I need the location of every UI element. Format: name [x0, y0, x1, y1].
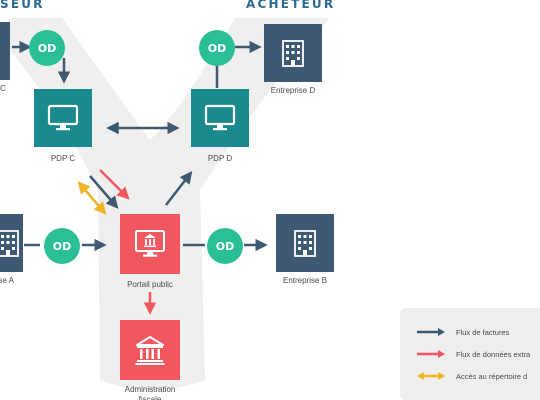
- portail-public-label: Portail public: [127, 280, 173, 289]
- yellow-double-arrow-icon: [417, 372, 445, 380]
- entreprise-a-box: [0, 214, 23, 272]
- legend-panel: Flux de factures Flux de données extra A…: [400, 308, 540, 400]
- entreprise-d-label: Entreprise D: [270, 86, 316, 95]
- bank-monitor-icon: [135, 230, 165, 257]
- bank-building-icon: [135, 336, 165, 365]
- pdp-d-box: [191, 89, 249, 147]
- legend-item-data-extraction: Flux de données extra: [416, 348, 530, 360]
- legend-item-directory-access: Accès au répertoire d: [416, 370, 527, 382]
- od-circle-seller-bottom: OD: [44, 228, 80, 264]
- pdp-d-label: PDP D: [207, 154, 233, 163]
- entreprise-a-label: rise A: [0, 276, 15, 285]
- pdp-c-label: PDP C: [50, 154, 76, 163]
- vendeur-header: SEUR: [0, 0, 45, 11]
- administration-fiscale-box: [120, 320, 180, 380]
- acheteur-header: ACHETEUR: [246, 0, 336, 11]
- navy-arrow-icon: [417, 328, 445, 336]
- monitor-icon: [204, 104, 236, 131]
- entreprise-d-box: [264, 24, 322, 82]
- arrow-pdpc-to-portail: [89, 175, 119, 209]
- administration-fiscale-label-2: fiscale: [138, 395, 162, 400]
- legend-label-invoices: Flux de factures: [456, 327, 510, 337]
- legend-label-directory-access: Accès au répertoire d: [456, 371, 528, 381]
- administration-fiscale-label-1: Administration: [124, 385, 176, 394]
- od-circle-seller-top: OD: [29, 30, 65, 66]
- office-building-icon: [0, 230, 19, 257]
- pdp-c-box: [34, 89, 92, 147]
- entreprise-c-label: C: [0, 84, 6, 93]
- office-building-icon: [282, 40, 304, 67]
- legend-item-invoices: Flux de factures: [416, 326, 509, 338]
- arrow-red-pdpc-to-portail: [99, 169, 130, 200]
- portail-public-box: [120, 214, 180, 274]
- entreprise-b-label: Entreprise B: [282, 276, 328, 285]
- arrow-portail-to-pdpd: [165, 171, 193, 206]
- entreprise-c-box: [0, 22, 10, 80]
- od-circle-buyer-bottom: OD: [207, 228, 243, 264]
- legend-label-data-extraction: Flux de données extra: [456, 349, 531, 359]
- entreprise-b-box: [276, 214, 334, 272]
- red-arrow-icon: [417, 350, 445, 358]
- od-circle-buyer-top: OD: [199, 30, 235, 66]
- arrow-yellow-access: [77, 181, 107, 215]
- office-building-icon: [294, 230, 316, 257]
- monitor-icon: [47, 104, 79, 131]
